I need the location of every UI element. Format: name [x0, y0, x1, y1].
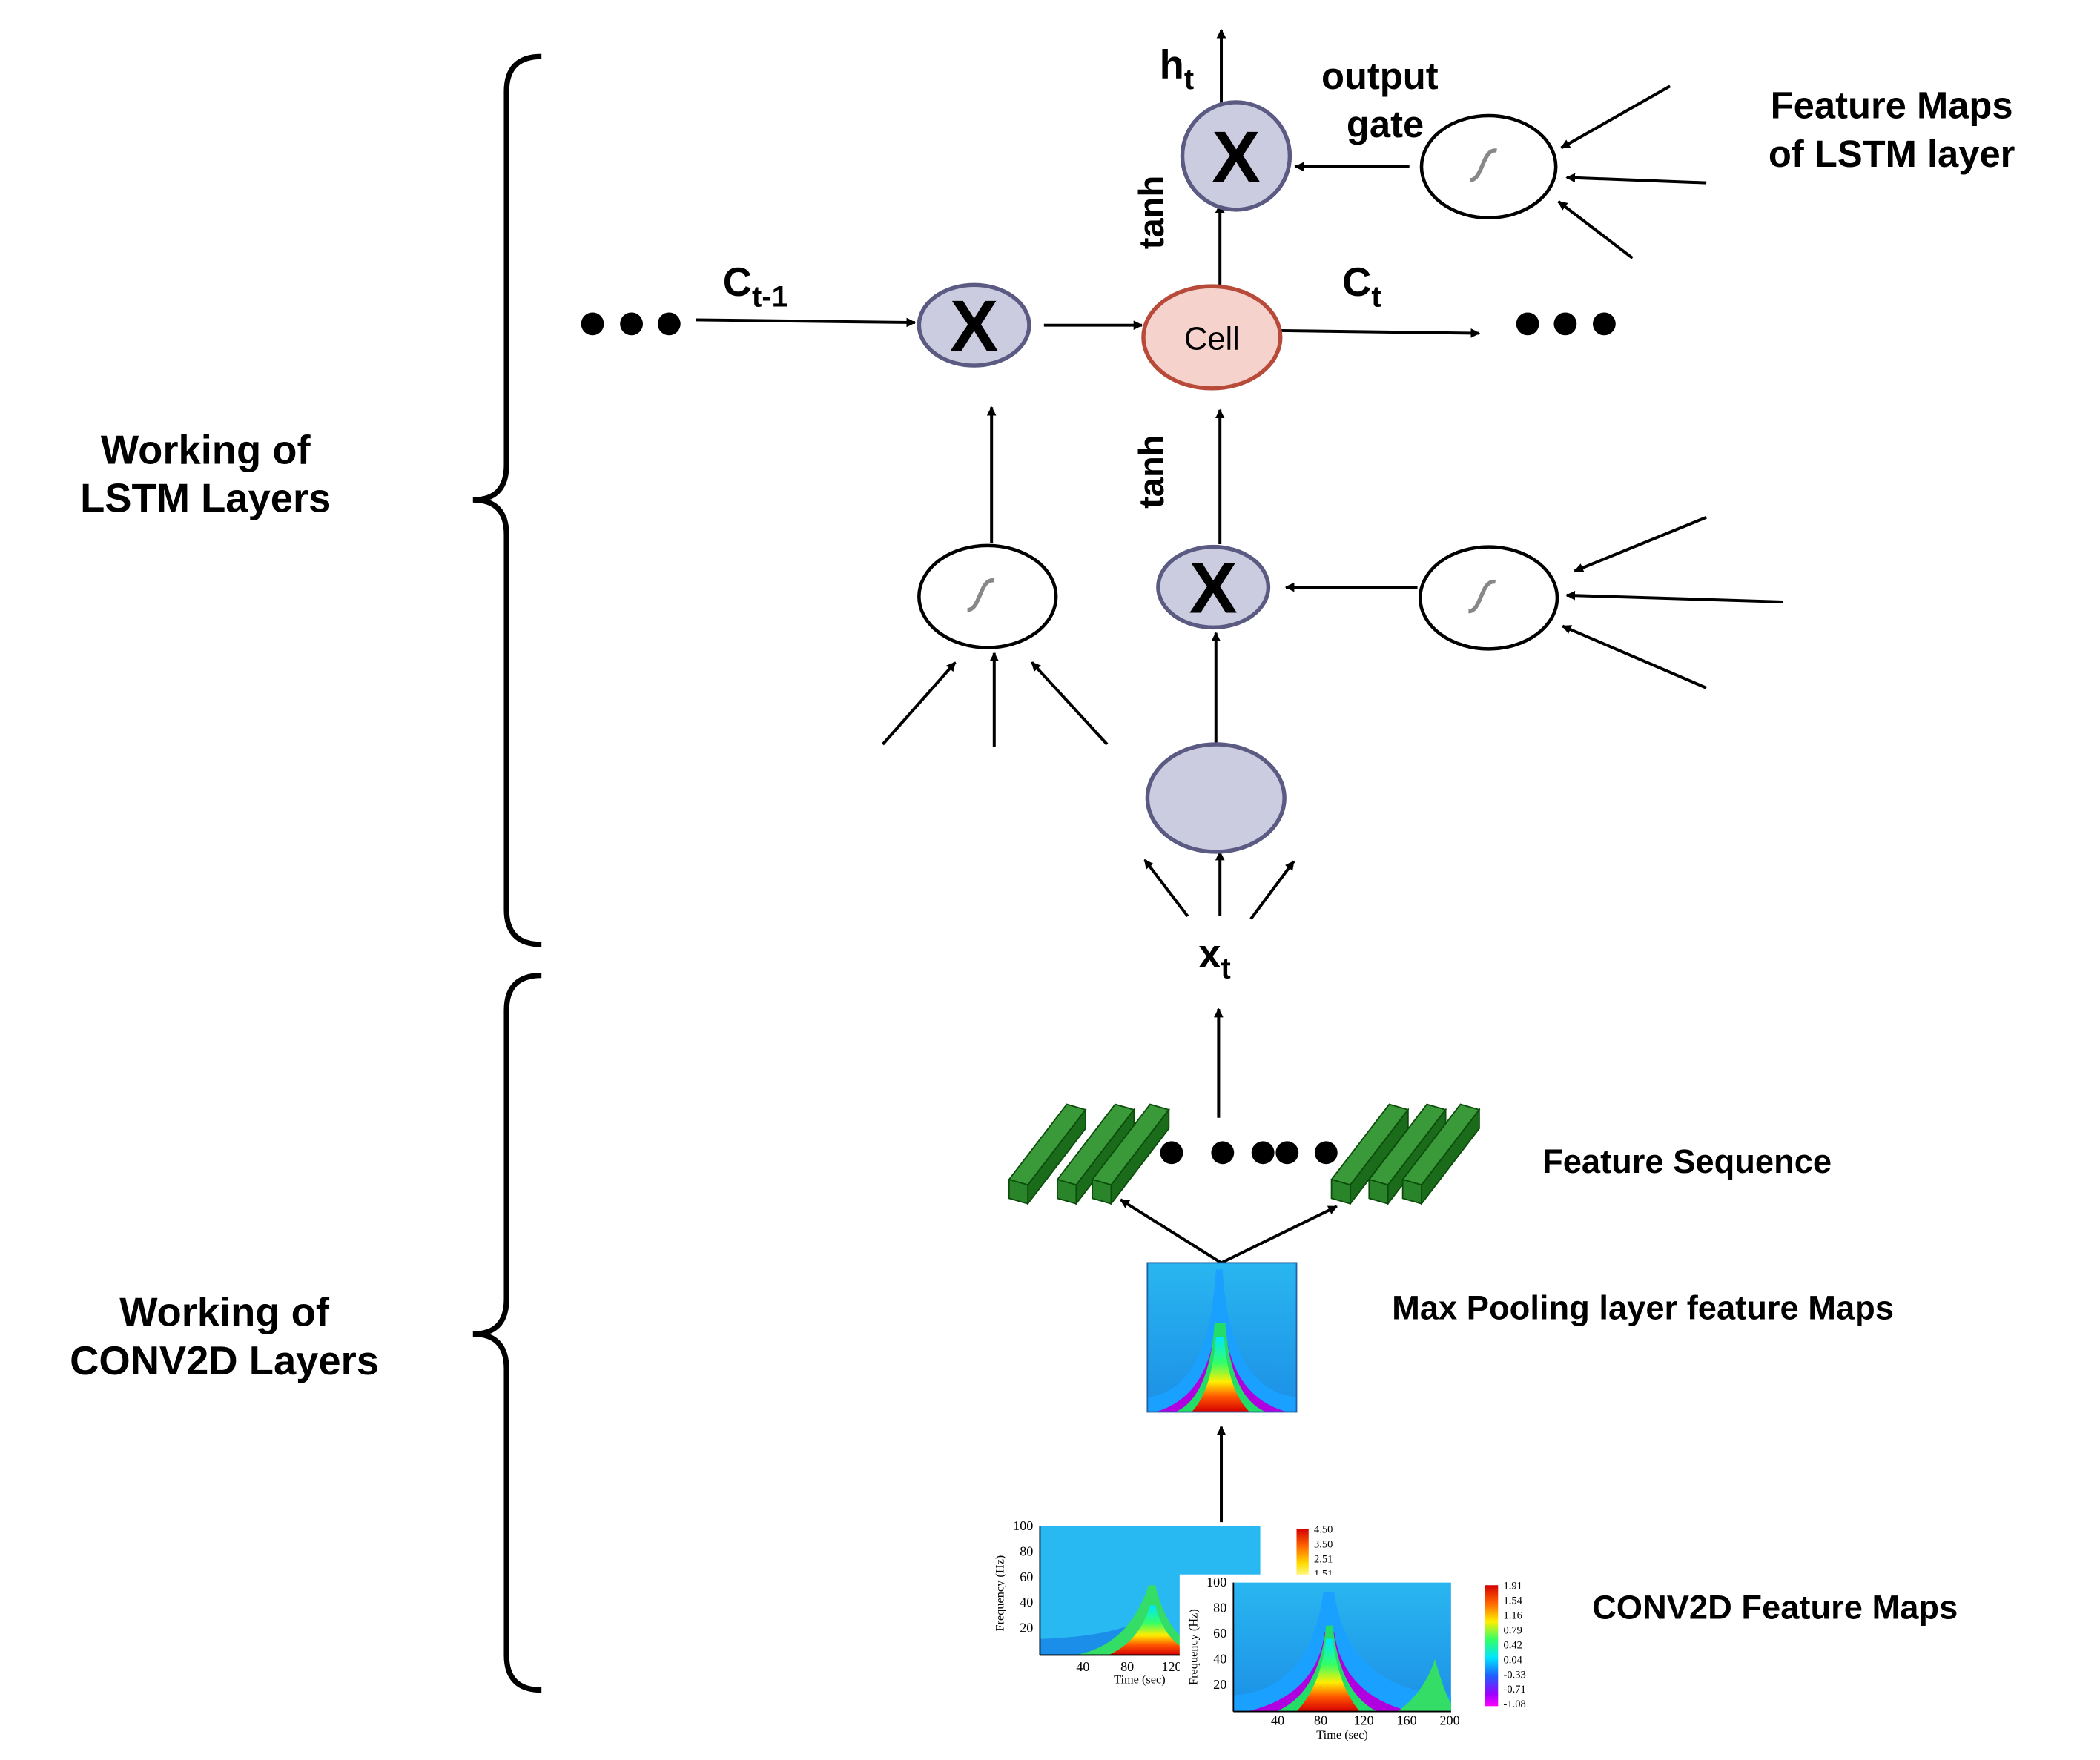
sigmoid-icon — [1467, 580, 1496, 614]
ellipsis-dot-right — [1516, 312, 1539, 336]
lstm-in-arrow — [1565, 173, 1707, 185]
sigmoid-icon — [1469, 148, 1497, 182]
ellipsis-dot-left — [620, 312, 643, 336]
forget-gate-sigmoid-node — [917, 543, 1058, 649]
x-tick: 40 — [1076, 1659, 1089, 1674]
cell-node: Cell — [1141, 284, 1283, 391]
max-pooling-label: Max Pooling layer feature Maps — [1392, 1288, 1894, 1326]
conv-brace — [472, 973, 542, 1693]
y-tick: 80 — [1020, 1544, 1033, 1558]
lstm-in-arrow — [881, 661, 957, 746]
xt-in-arrow — [1143, 859, 1189, 918]
forget-multiply-node: X — [917, 282, 1031, 368]
feature-sequence-label: Feature Sequence — [1542, 1142, 1832, 1180]
lstm-brace — [472, 53, 542, 947]
feature-sequence-bars-left — [1008, 1103, 1170, 1206]
conv-section-label-line2: CONV2D Layers — [70, 1338, 379, 1383]
colorbar-tick: 0.42 — [1504, 1639, 1522, 1651]
x-axis-label: Time (sec) — [1114, 1673, 1166, 1687]
tanh-output-label: tanh — [1132, 176, 1171, 249]
feature-maps-lstm-label-line2: of LSTM layer — [1769, 133, 2015, 175]
x-tick: 200 — [1439, 1713, 1459, 1728]
y-axis-label: Frequency (Hz) — [992, 1555, 1006, 1632]
candidate-input-node — [1145, 742, 1287, 854]
colorbar-tick: 3.50 — [1314, 1539, 1333, 1551]
cell-label: Cell — [1184, 321, 1240, 357]
sequence-dot — [1211, 1141, 1235, 1165]
x-tick: 40 — [1271, 1713, 1284, 1728]
output-gate-label-line1: output — [1321, 55, 1439, 97]
lstm-in-arrow — [1031, 661, 1109, 746]
conv2d-feature-maps-label: CONV2D Feature Maps — [1592, 1589, 1958, 1627]
y-tick: 80 — [1213, 1600, 1226, 1615]
c-prev-arrow — [696, 317, 917, 328]
colorbar-tick: 4.50 — [1314, 1524, 1333, 1536]
feature-sequence-bars-right — [1330, 1103, 1481, 1206]
y-tick: 100 — [1206, 1575, 1226, 1589]
c-t-label: Ct — [1342, 259, 1381, 313]
y-tick: 40 — [1213, 1651, 1226, 1666]
xt-label: xt — [1198, 931, 1231, 985]
input-multiply-node: X — [1156, 544, 1271, 630]
colorbar-tick: 1.54 — [1504, 1595, 1523, 1607]
ellipsis-dot-right — [1593, 312, 1616, 336]
tanh-input-label: tanh — [1132, 434, 1171, 508]
pool-to-sequence-arrow — [1120, 1198, 1223, 1265]
x-tick: 160 — [1396, 1713, 1416, 1728]
c-prev-label: Ct-1 — [723, 259, 788, 313]
y-tick: 60 — [1020, 1569, 1033, 1584]
ellipsis-dot-right — [1553, 312, 1577, 336]
x-tick: 80 — [1314, 1713, 1327, 1728]
ellipsis-dot-left — [581, 312, 604, 336]
lstm-section-label-line1: Working of — [101, 427, 311, 472]
conv-section-label-line1: Working of — [119, 1290, 330, 1335]
pool-to-sequence-arrow — [1221, 1205, 1338, 1265]
output-multiply-node: X — [1180, 100, 1292, 212]
input-gate-sigmoid-node — [1418, 545, 1559, 651]
y-tick: 20 — [1213, 1677, 1226, 1692]
colorbar-tick: 2.51 — [1314, 1553, 1333, 1565]
sequence-dot — [1251, 1141, 1275, 1165]
lstm-in-arrow — [1557, 200, 1634, 259]
c-t-arrow — [1280, 328, 1481, 338]
ht-label: ht — [1160, 42, 1194, 95]
colorbar-tick: 1.16 — [1504, 1610, 1522, 1622]
x-tick: 120 — [1161, 1659, 1181, 1674]
colorbar-tick: 0.04 — [1504, 1654, 1523, 1666]
lstm-in-arrow — [1560, 85, 1671, 150]
conv2d-spectrogram-b: 100 80 60 40 20 40 80 120 160 200 Time (… — [1179, 1574, 1556, 1741]
multiply-symbol: X — [1189, 546, 1238, 628]
lstm-section-label-line2: LSTM Layers — [80, 476, 331, 521]
x-axis-label: Time (sec) — [1316, 1727, 1368, 1741]
colorbar-tick: 0.79 — [1504, 1624, 1522, 1636]
lstm-in-arrow — [1565, 590, 1783, 603]
x-tick: 80 — [1120, 1659, 1134, 1674]
output-gate-sigmoid-node — [1419, 113, 1558, 219]
colorbar-tick: -1.08 — [1504, 1698, 1526, 1710]
max-pooling-feature-map — [1146, 1262, 1298, 1413]
sequence-dot — [1275, 1141, 1299, 1165]
ellipsis-dot-left — [657, 312, 681, 336]
lstm-in-arrow — [1574, 515, 1707, 573]
colorbar-tick: 1.91 — [1504, 1581, 1522, 1592]
x-tick: 120 — [1353, 1713, 1373, 1728]
colorbar-tick: -0.33 — [1504, 1669, 1526, 1681]
sigmoid-icon — [966, 578, 995, 612]
colorbar-tick: -0.71 — [1504, 1684, 1526, 1696]
y-tick: 20 — [1020, 1621, 1033, 1635]
multiply-symbol: X — [1212, 116, 1260, 197]
lstm-in-arrow — [1562, 624, 1707, 689]
y-tick: 100 — [1013, 1518, 1033, 1533]
sequence-dot — [1160, 1141, 1183, 1165]
feature-maps-lstm-label-line1: Feature Maps — [1771, 85, 2013, 127]
sequence-dot — [1314, 1141, 1338, 1165]
y-axis-label: Frequency (Hz) — [1186, 1609, 1200, 1685]
output-gate-label-line2: gate — [1347, 103, 1424, 145]
multiply-symbol: X — [950, 285, 998, 366]
xt-in-arrow — [1249, 860, 1295, 920]
y-tick: 40 — [1020, 1595, 1033, 1610]
y-tick: 60 — [1213, 1626, 1226, 1641]
